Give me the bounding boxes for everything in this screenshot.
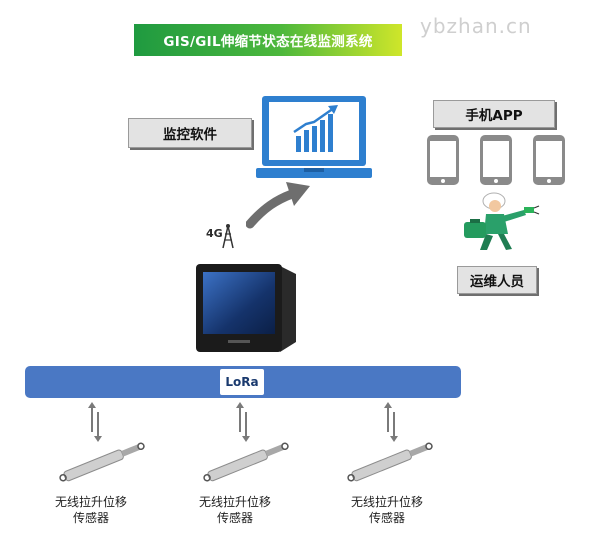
displacement-sensor-icon-1 xyxy=(59,442,145,482)
upload-arrow-icon xyxy=(246,182,310,229)
sensor-label-2: 无线拉升位移 传感器 xyxy=(180,494,290,526)
sensor-label-2-line1: 无线拉升位移 xyxy=(198,495,271,509)
displacement-sensor-icon-2 xyxy=(203,442,289,482)
signal-arrows-icon-3 xyxy=(384,402,398,442)
diagram-title: GIS/GIL伸缩节状态在线监测系统 xyxy=(134,24,402,56)
phone-icon-2 xyxy=(480,135,512,185)
mobile-app-label: 手机APP xyxy=(433,100,555,128)
lora-logo: LoRa xyxy=(220,369,264,395)
displacement-sensor-icon-3 xyxy=(347,442,433,482)
phone-icon-1 xyxy=(427,135,459,185)
maintenance-staff-label: 运维人员 xyxy=(457,266,537,294)
sensor-label-1: 无线拉升位移 传感器 xyxy=(36,494,146,526)
maintenance-worker-icon xyxy=(464,192,540,250)
signal-arrows-icon-1 xyxy=(88,402,102,442)
hmi-panel-icon xyxy=(196,264,296,352)
sensor-label-3: 无线拉升位移 传感器 xyxy=(332,494,442,526)
phone-icon-3 xyxy=(533,135,565,185)
antenna-icon xyxy=(222,224,234,249)
sensor-label-1-line2: 传感器 xyxy=(72,511,109,525)
lora-logo-text: LoRa xyxy=(225,375,259,389)
monitor-icon xyxy=(256,96,372,178)
signal-arrows-icon-2 xyxy=(236,402,250,442)
sensor-label-1-line1: 无线拉升位移 xyxy=(54,495,127,509)
sensor-label-2-line2: 传感器 xyxy=(216,511,253,525)
sensor-label-3-line1: 无线拉升位移 xyxy=(350,495,423,509)
sensor-label-3-line2: 传感器 xyxy=(368,511,405,525)
watermark: ybzhan.cn xyxy=(420,14,532,38)
network-4g-label: 4G xyxy=(206,227,223,240)
monitor-software-label: 监控软件 xyxy=(128,118,252,148)
